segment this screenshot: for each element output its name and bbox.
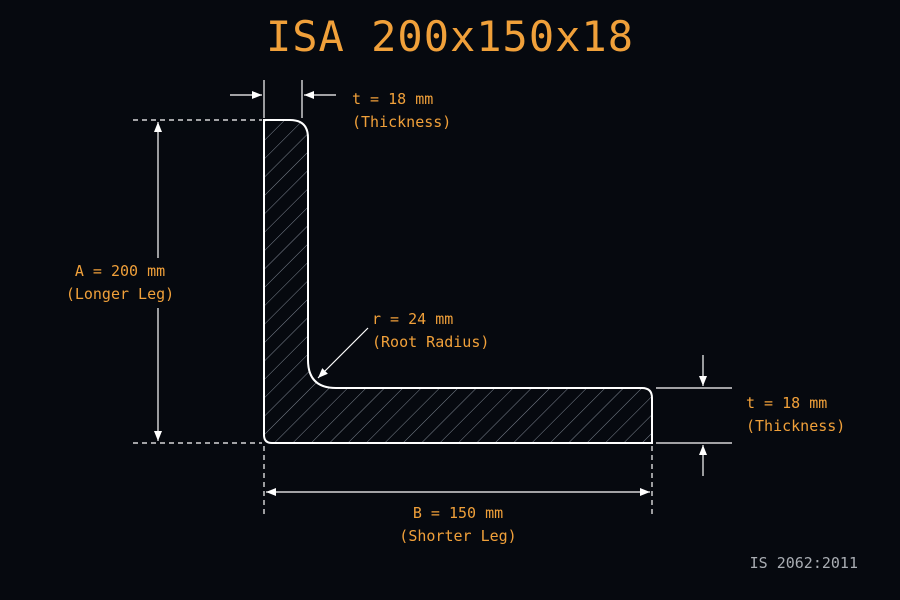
longer-leg-value: A = 200 mm (74, 262, 166, 280)
thickness-right-dimension (656, 355, 732, 476)
thickness-top-desc: (Thickness) (352, 113, 452, 131)
angle-profile (263, 119, 653, 444)
shorter-leg-value: B = 150 mm (412, 504, 504, 522)
root-radius-label: r = 24 mm (Root Radius) (372, 308, 489, 354)
shorter-leg-label: B = 150 mm (Shorter Leg) (368, 502, 548, 548)
root-radius-value: r = 24 mm (372, 310, 454, 328)
longer-leg-label: A = 200 mm (Longer Leg) (40, 260, 200, 306)
thickness-top-value: t = 18 mm (352, 90, 434, 108)
thickness-top-label: t = 18 mm (Thickness) (352, 88, 451, 134)
longer-leg-dimension (133, 119, 262, 444)
thickness-right-value: t = 18 mm (746, 394, 828, 412)
shorter-leg-dimension (263, 446, 653, 516)
longer-leg-desc: (Longer Leg) (65, 285, 175, 303)
root-radius-leader (317, 327, 369, 379)
thickness-right-label: t = 18 mm (Thickness) (746, 392, 845, 438)
thickness-top-dimension (230, 80, 336, 118)
thickness-right-desc: (Thickness) (746, 417, 846, 435)
section-title: ISA 200x150x18 (265, 12, 634, 61)
standard-reference: IS 2062:2011 (749, 554, 858, 572)
shorter-leg-desc: (Shorter Leg) (399, 527, 517, 545)
root-radius-desc: (Root Radius) (372, 333, 490, 351)
